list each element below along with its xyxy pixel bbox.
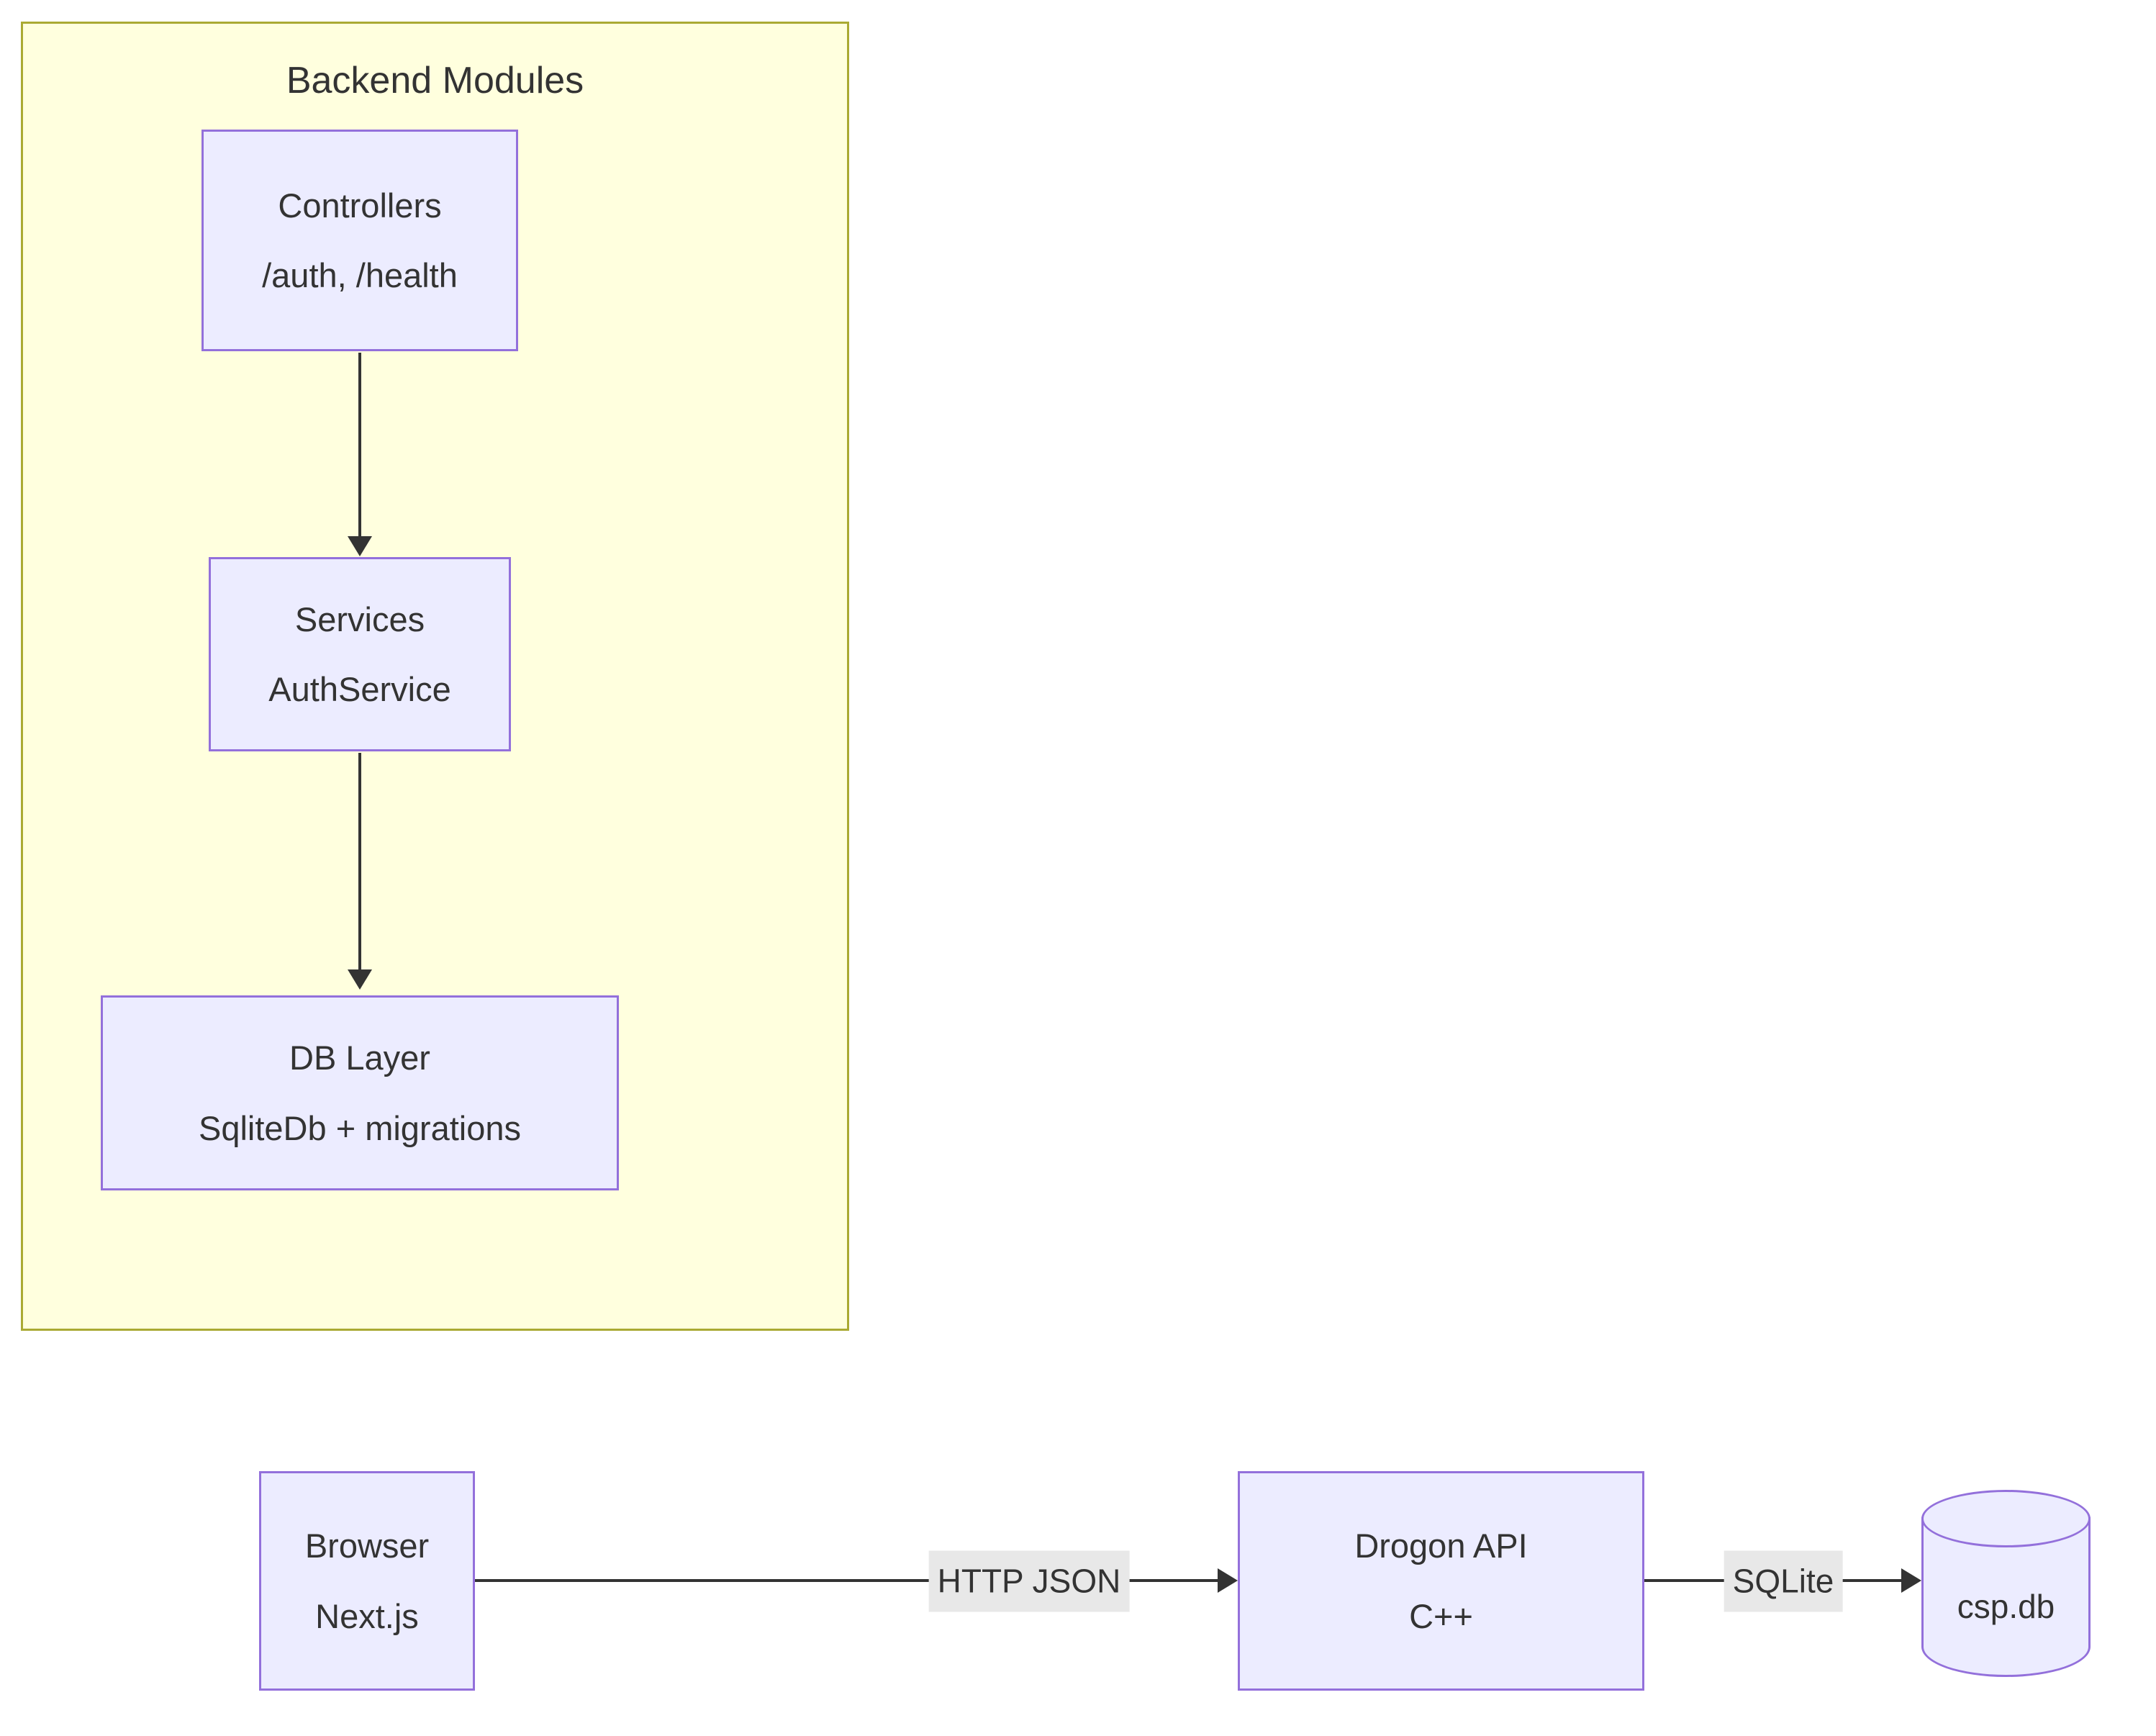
edge-browser-to-drogon: [475, 1579, 1218, 1582]
node-services-line1: Services: [294, 600, 425, 638]
arrowhead-right-icon: [1218, 1568, 1238, 1593]
node-controllers-line2: /auth, /health: [262, 256, 458, 294]
arrowhead-right-icon: [1901, 1568, 1921, 1593]
edge-controllers-to-services: [358, 353, 361, 537]
node-browser: Browser Next.js: [259, 1471, 475, 1691]
node-browser-line2: Next.js: [315, 1596, 419, 1635]
node-db-layer: DB Layer SqliteDb + migrations: [101, 995, 619, 1190]
node-db-layer-line1: DB Layer: [289, 1039, 430, 1077]
node-drogon-api-line1: Drogon API: [1354, 1527, 1528, 1565]
node-services-line2: AuthService: [268, 670, 451, 708]
cluster-title: Backend Modules: [286, 60, 584, 101]
node-browser-line1: Browser: [304, 1527, 430, 1565]
node-drogon-api: Drogon API C++: [1238, 1471, 1644, 1691]
arrowhead-down-icon: [348, 969, 372, 990]
node-services: Services AuthService: [209, 557, 511, 751]
node-controllers-line1: Controllers: [278, 186, 442, 225]
edge-label-sqlite: SQLite: [1724, 1550, 1843, 1612]
node-drogon-api-line2: C++: [1409, 1596, 1473, 1635]
node-csp-db-label: csp.db: [1957, 1587, 2055, 1625]
node-controllers: Controllers /auth, /health: [201, 130, 518, 351]
arrowhead-down-icon: [348, 536, 372, 556]
database-cylinder-top-icon: [1921, 1490, 2091, 1547]
node-csp-db: csp.db: [1921, 1490, 2091, 1677]
edge-services-to-db-layer: [358, 753, 361, 970]
edge-label-http-json: HTTP JSON: [928, 1550, 1130, 1612]
node-db-layer-line2: SqliteDb + migrations: [198, 1108, 521, 1147]
